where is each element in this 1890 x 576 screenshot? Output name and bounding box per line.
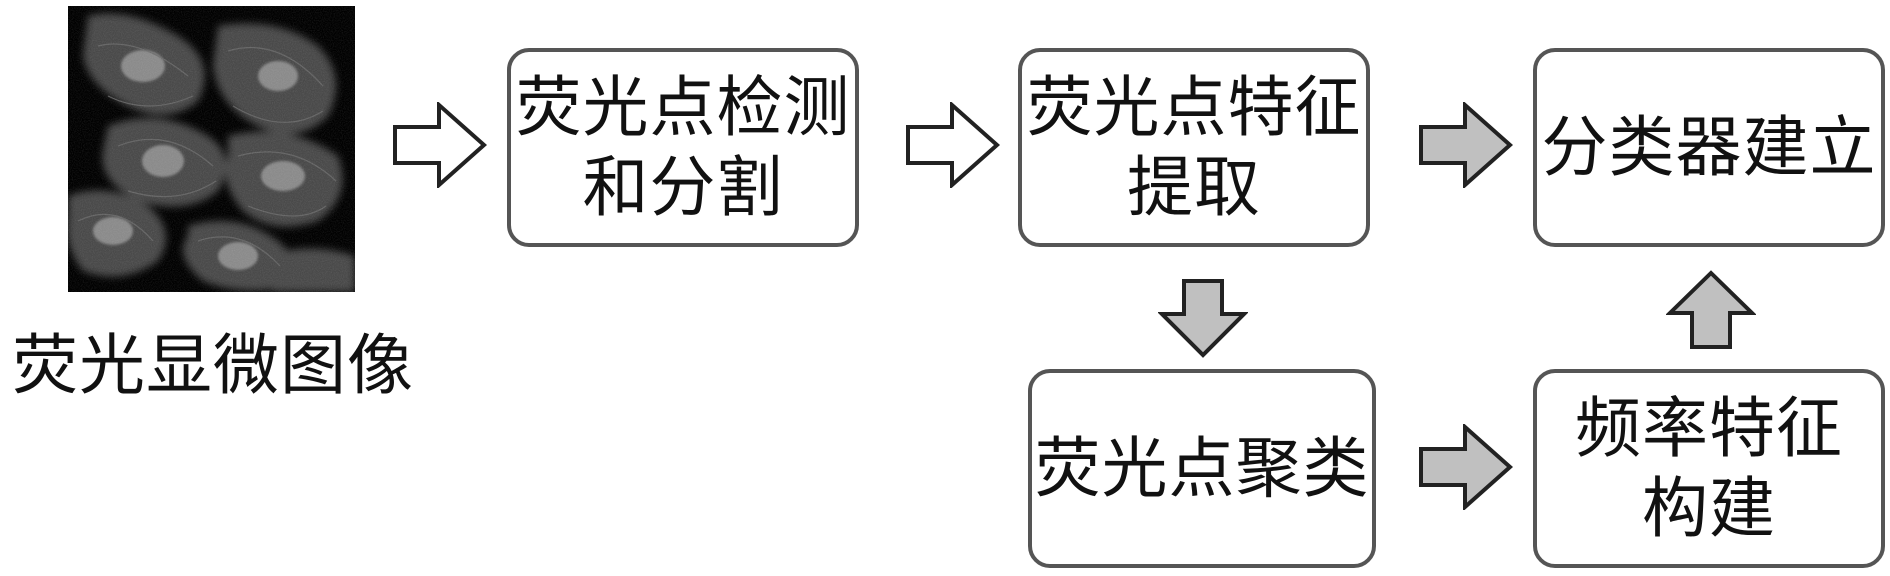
detect-segment-box: 荧光点检测 和分割 [507, 48, 859, 247]
arrow-image-to-detect [393, 102, 488, 188]
arrow-feature-to-classifier [1419, 102, 1514, 188]
frequency-line-1: 频率特征 [1575, 389, 1843, 467]
classifier-line-1: 分类器建立 [1541, 108, 1877, 186]
classifier-box: 分类器建立 [1533, 48, 1885, 247]
detect-line-1: 荧光点检测 [515, 68, 851, 146]
fluorescence-microscopy-image [68, 6, 355, 292]
arrow-frequency-to-classifier [1666, 270, 1756, 349]
arrow-feature-to-cluster [1158, 279, 1248, 358]
arrow-detect-to-feature [906, 102, 1001, 188]
frequency-line-2: 构建 [1642, 469, 1776, 547]
feature-line-1: 荧光点特征 [1026, 68, 1362, 146]
cluster-line-1: 荧光点聚类 [1034, 429, 1370, 507]
image-caption: 荧光显微图像 [12, 327, 414, 404]
detect-line-2: 和分割 [582, 148, 784, 226]
frequency-feature-box: 频率特征 构建 [1533, 369, 1885, 568]
feature-extraction-box: 荧光点特征 提取 [1018, 48, 1370, 247]
arrow-cluster-to-frequency [1419, 424, 1514, 510]
feature-line-2: 提取 [1127, 148, 1261, 226]
clustering-box: 荧光点聚类 [1028, 369, 1376, 568]
